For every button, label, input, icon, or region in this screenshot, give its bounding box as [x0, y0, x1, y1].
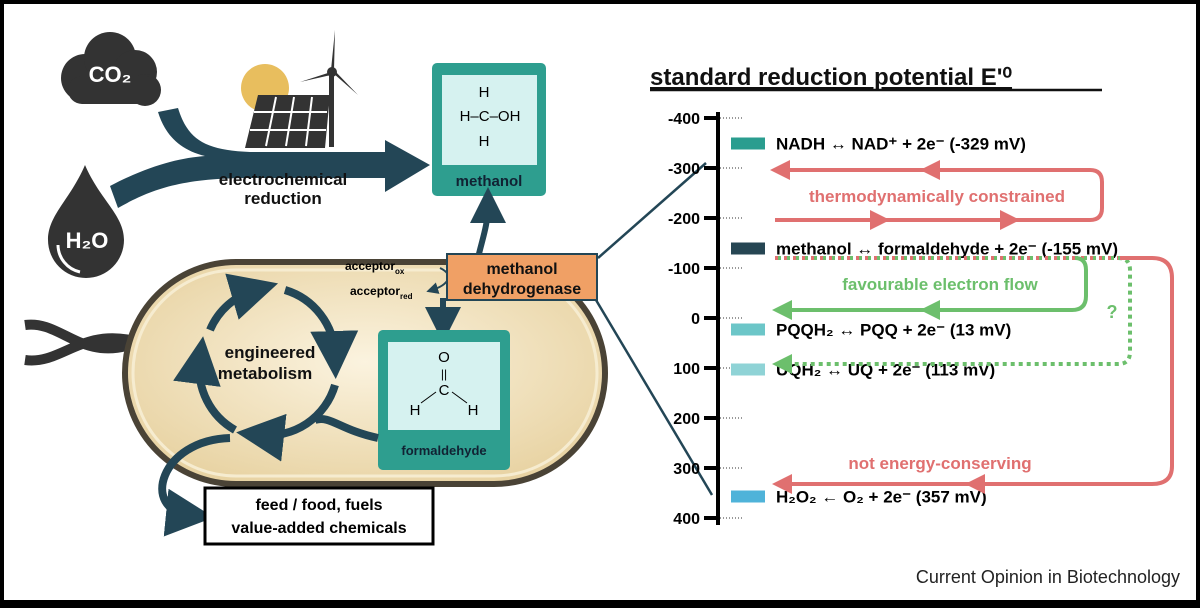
- flagellum: [24, 319, 132, 366]
- axis-tick-label: -100: [668, 261, 700, 278]
- acceptor-red: acceptorred: [350, 284, 413, 301]
- solar-panel-icon: [245, 95, 330, 148]
- journal-credit: Current Opinion in Biotechnology: [916, 567, 1180, 587]
- zoom-line-top: [597, 162, 707, 259]
- constrained-arrows: [770, 160, 1104, 230]
- formaldehyde-o: O: [438, 349, 450, 366]
- products-box: feed / food, fuels value-added chemicals: [203, 486, 435, 546]
- not-conserving-label: not energy-conserving: [848, 454, 1031, 473]
- metabolism-label-line2: metabolism: [218, 364, 312, 383]
- methanol-label: methanol: [456, 173, 523, 190]
- metabolism-label-line1: engineered: [225, 343, 316, 362]
- methanol-box: H H–C–OH H methanol: [432, 63, 546, 196]
- question-mark: ?: [1107, 302, 1118, 322]
- methanol-h-bottom: H: [479, 133, 490, 150]
- axis-tick-label: -200: [668, 211, 700, 228]
- methanol-dehydrogenase-box: methanol dehydrogenase: [446, 253, 598, 301]
- enzyme-label-line2: dehydrogenase: [463, 281, 581, 298]
- co2-label: CO₂: [89, 62, 132, 87]
- not-conserving-arrows: [772, 256, 1174, 494]
- favourable-arrows: [772, 256, 1132, 374]
- couple-label: H₂O₂ ← O₂ + 2e⁻ (357 mV): [776, 488, 987, 507]
- formaldehyde-c: C: [439, 382, 450, 399]
- process-label-line2: reduction: [244, 189, 321, 208]
- constrained-label: thermodynamically constrained: [809, 187, 1065, 206]
- axis-tick-label: 0: [691, 311, 700, 328]
- zoom-line-bottom: [594, 299, 714, 496]
- formaldehyde-double-bond: ||: [441, 367, 447, 381]
- methanol-structure: H–C–OH: [460, 108, 521, 125]
- products-line2: value-added chemicals: [231, 520, 406, 537]
- favourable-label: favourable electron flow: [842, 275, 1038, 294]
- couple-label: methanol ↔ formaldehyde + 2e⁻ (-155 mV): [776, 240, 1118, 259]
- co2-cloud-icon: CO₂: [61, 32, 161, 106]
- products-line1: feed / food, fuels: [255, 497, 382, 514]
- potential-title: standard reduction potential E'⁰: [650, 64, 1012, 91]
- couple-label: NADH ↔ NAD⁺ + 2e⁻ (-329 mV): [776, 135, 1026, 154]
- axis-tick-label: 100: [673, 361, 700, 378]
- formaldehyde-label: formaldehyde: [401, 443, 486, 458]
- axis-tick-label: 200: [673, 411, 700, 428]
- formaldehyde-box: O || C H H formaldehyde: [378, 330, 510, 470]
- couple-label: PQQH₂ ↔ PQQ + 2e⁻ (13 mV): [776, 321, 1011, 340]
- acceptor-ox: acceptorox: [345, 259, 405, 276]
- couple-marker: [731, 490, 765, 503]
- axis-tick-label: 300: [673, 461, 700, 478]
- couple-marker: [731, 323, 765, 336]
- wind-turbine-icon: [300, 30, 358, 147]
- axis-tick-label: 400: [673, 511, 700, 528]
- enzyme-label-line1: methanol: [486, 261, 557, 278]
- metabolism-cycle-icon: [158, 273, 379, 537]
- process-label-line1: electrochemical: [219, 170, 348, 189]
- axis-tick-label: -400: [668, 111, 700, 128]
- h2o-label: H₂O: [66, 228, 109, 253]
- electrochemical-reduction-arrow: [110, 108, 430, 208]
- axis-tick-label: -300: [668, 161, 700, 178]
- couple-marker: [731, 137, 765, 150]
- couple-marker: [731, 242, 765, 255]
- axis-ticks: -400 -300 -200 -100 0 100 200 300 400: [668, 111, 744, 528]
- couple-marker: [731, 363, 765, 376]
- water-drop-icon: H₂O: [48, 165, 124, 278]
- formaldehyde-h-left: H: [410, 402, 421, 419]
- formaldehyde-h-right: H: [468, 402, 479, 419]
- methanol-h-top: H: [479, 84, 490, 101]
- redox-couples: NADH ↔ NAD⁺ + 2e⁻ (-329 mV) methanol ↔ fo…: [731, 135, 1118, 507]
